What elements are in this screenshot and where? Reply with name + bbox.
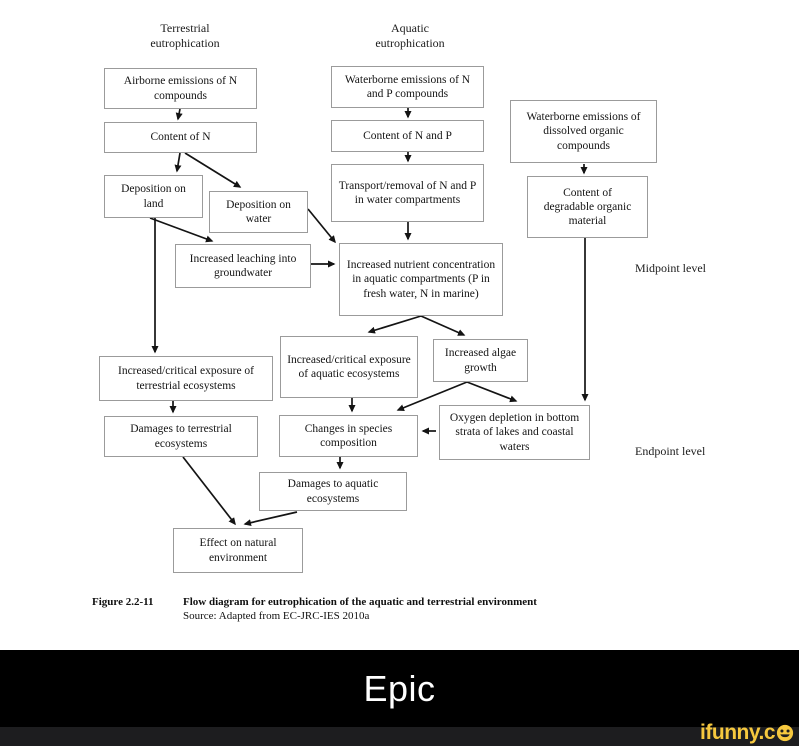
arrow (149, 217, 214, 243)
node-increased-leaching: Increased leaching into groundwater (175, 244, 311, 288)
arrow (243, 511, 298, 527)
arrow (175, 108, 183, 121)
ifunny-watermark-text: ifunny.c (700, 721, 775, 744)
figure-number: Figure 2.2-11 (92, 596, 154, 608)
node-damages-aquatic: Damages to aquatic ecosystems (259, 472, 407, 511)
arrow (420, 315, 466, 336)
arrow (182, 456, 236, 526)
node-increased-nutrient-concentration: Increased nutrient concentration in aqua… (339, 243, 503, 316)
arrow (367, 315, 422, 334)
eutrophication-flow-diagram: Terrestrial eutrophication Aquatic eutro… (99, 21, 706, 573)
figure-caption-text: Flow diagram for eutrophication of the a… (183, 595, 537, 623)
node-waterborne-emissions-organic: Waterborne emissions of dissolved organi… (510, 100, 657, 163)
header-terrestrial-eutrophication: Terrestrial eutrophication (150, 21, 220, 50)
node-changes-in-species: Changes in species composition (279, 415, 418, 457)
node-transport-removal: Transport/removal of N and P in water co… (331, 164, 484, 222)
node-exposure-terrestrial-ecosystems: Increased/critical exposure of terrestri… (99, 356, 273, 401)
figure-source: Source: Adapted from EC-JRC-IES 2010a (183, 610, 370, 622)
figure-caption: Figure 2.2-11 Flow diagram for eutrophic… (92, 595, 752, 623)
endpoint-level-label: Endpoint level (635, 444, 706, 458)
arrow (466, 381, 518, 403)
node-increased-algae-growth: Increased algae growth (433, 339, 528, 382)
node-oxygen-depletion: Oxygen depletion in bottom strata of lak… (439, 405, 590, 460)
ifunny-watermark: ifunny.c (700, 721, 794, 745)
meme-caption-text: Epic (363, 667, 436, 709)
header-aquatic-eutrophication: Aquatic eutrophication (375, 21, 445, 50)
ifunny-bottom-strip (0, 727, 799, 746)
node-content-degradable: Content of degradable organic material (527, 176, 648, 238)
figure-title: Flow diagram for eutrophication of the a… (183, 596, 537, 608)
node-exposure-aquatic-ecosystems: Increased/critical exposure of aquatic e… (280, 336, 418, 398)
node-airborne-emissions: Airborne emissions of N compounds (104, 68, 257, 109)
smiley-icon (776, 724, 794, 742)
node-content-of-n: Content of N (104, 122, 257, 153)
node-effect-natural-environment: Effect on natural environment (173, 528, 303, 573)
node-damages-terrestrial: Damages to terrestrial ecosystems (104, 416, 258, 457)
midpoint-level-label: Midpoint level (635, 261, 706, 275)
node-content-of-n-and-p: Content of N and P (331, 120, 484, 152)
node-deposition-on-land: Deposition on land (104, 175, 203, 218)
node-deposition-on-water: Deposition on water (209, 191, 308, 233)
node-waterborne-emissions-np: Waterborne emissions of N and P compound… (331, 66, 484, 108)
arrow (174, 152, 182, 173)
